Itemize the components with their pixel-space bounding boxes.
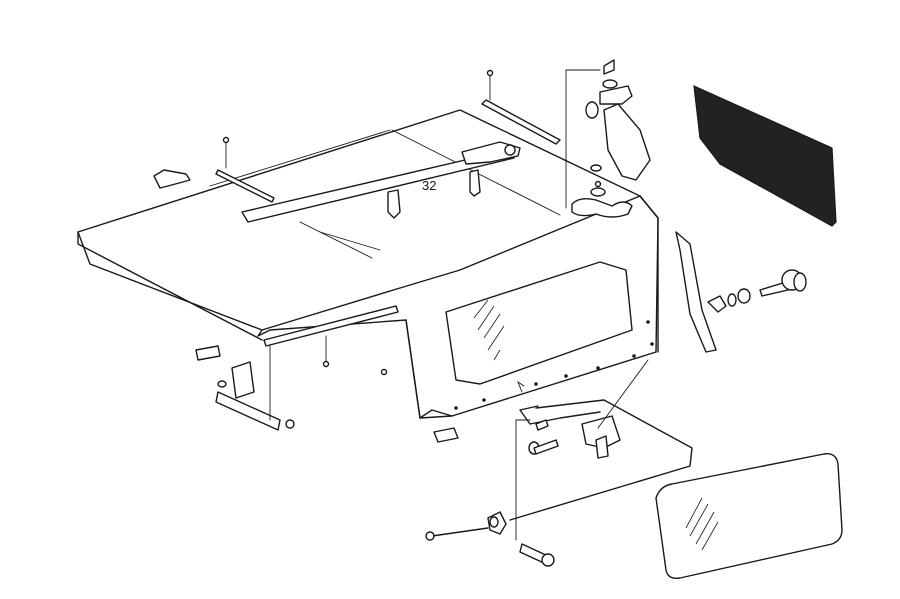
door-seal-strip bbox=[675, 231, 717, 353]
callout-label-32: 32 bbox=[422, 178, 436, 193]
bottom-latch-hardware bbox=[425, 511, 555, 567]
hardtop-roof-shell bbox=[77, 109, 659, 419]
window-latch-assembly bbox=[509, 359, 693, 541]
front-latch-clip bbox=[153, 169, 191, 189]
spacer-block bbox=[433, 427, 459, 443]
side-rivet bbox=[380, 368, 388, 376]
hardtop-side-window bbox=[445, 261, 654, 410]
rear-window-tinted bbox=[693, 85, 837, 227]
side-drip-rail bbox=[195, 305, 399, 368]
rear-knob-fastener bbox=[707, 269, 807, 313]
roof-rail-strips bbox=[215, 69, 561, 203]
strap-bracket-assembly bbox=[565, 59, 651, 209]
loose-side-window bbox=[655, 453, 843, 580]
left-hinge-bracket bbox=[215, 345, 295, 431]
roof-bow-bar bbox=[241, 141, 521, 223]
